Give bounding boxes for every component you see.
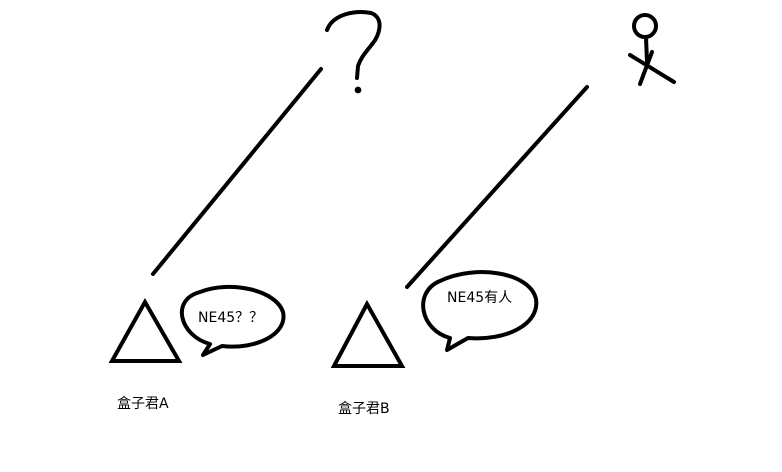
box-label-b: 盒子君B xyxy=(338,401,390,417)
triangle-b xyxy=(330,299,406,368)
speech-bubble-a xyxy=(179,284,286,357)
box-label-a: 盒子君A xyxy=(117,396,169,412)
question-mark-icon xyxy=(325,10,382,94)
speech-text-b: NE45有人 xyxy=(447,290,513,306)
speech-bubble-b xyxy=(421,270,539,352)
sight-line-a xyxy=(151,67,323,276)
triangle-a xyxy=(108,297,183,363)
speech-text-a: NE45？？ xyxy=(198,310,264,326)
stick-figure-icon xyxy=(628,13,676,86)
sight-line-b xyxy=(405,85,589,289)
